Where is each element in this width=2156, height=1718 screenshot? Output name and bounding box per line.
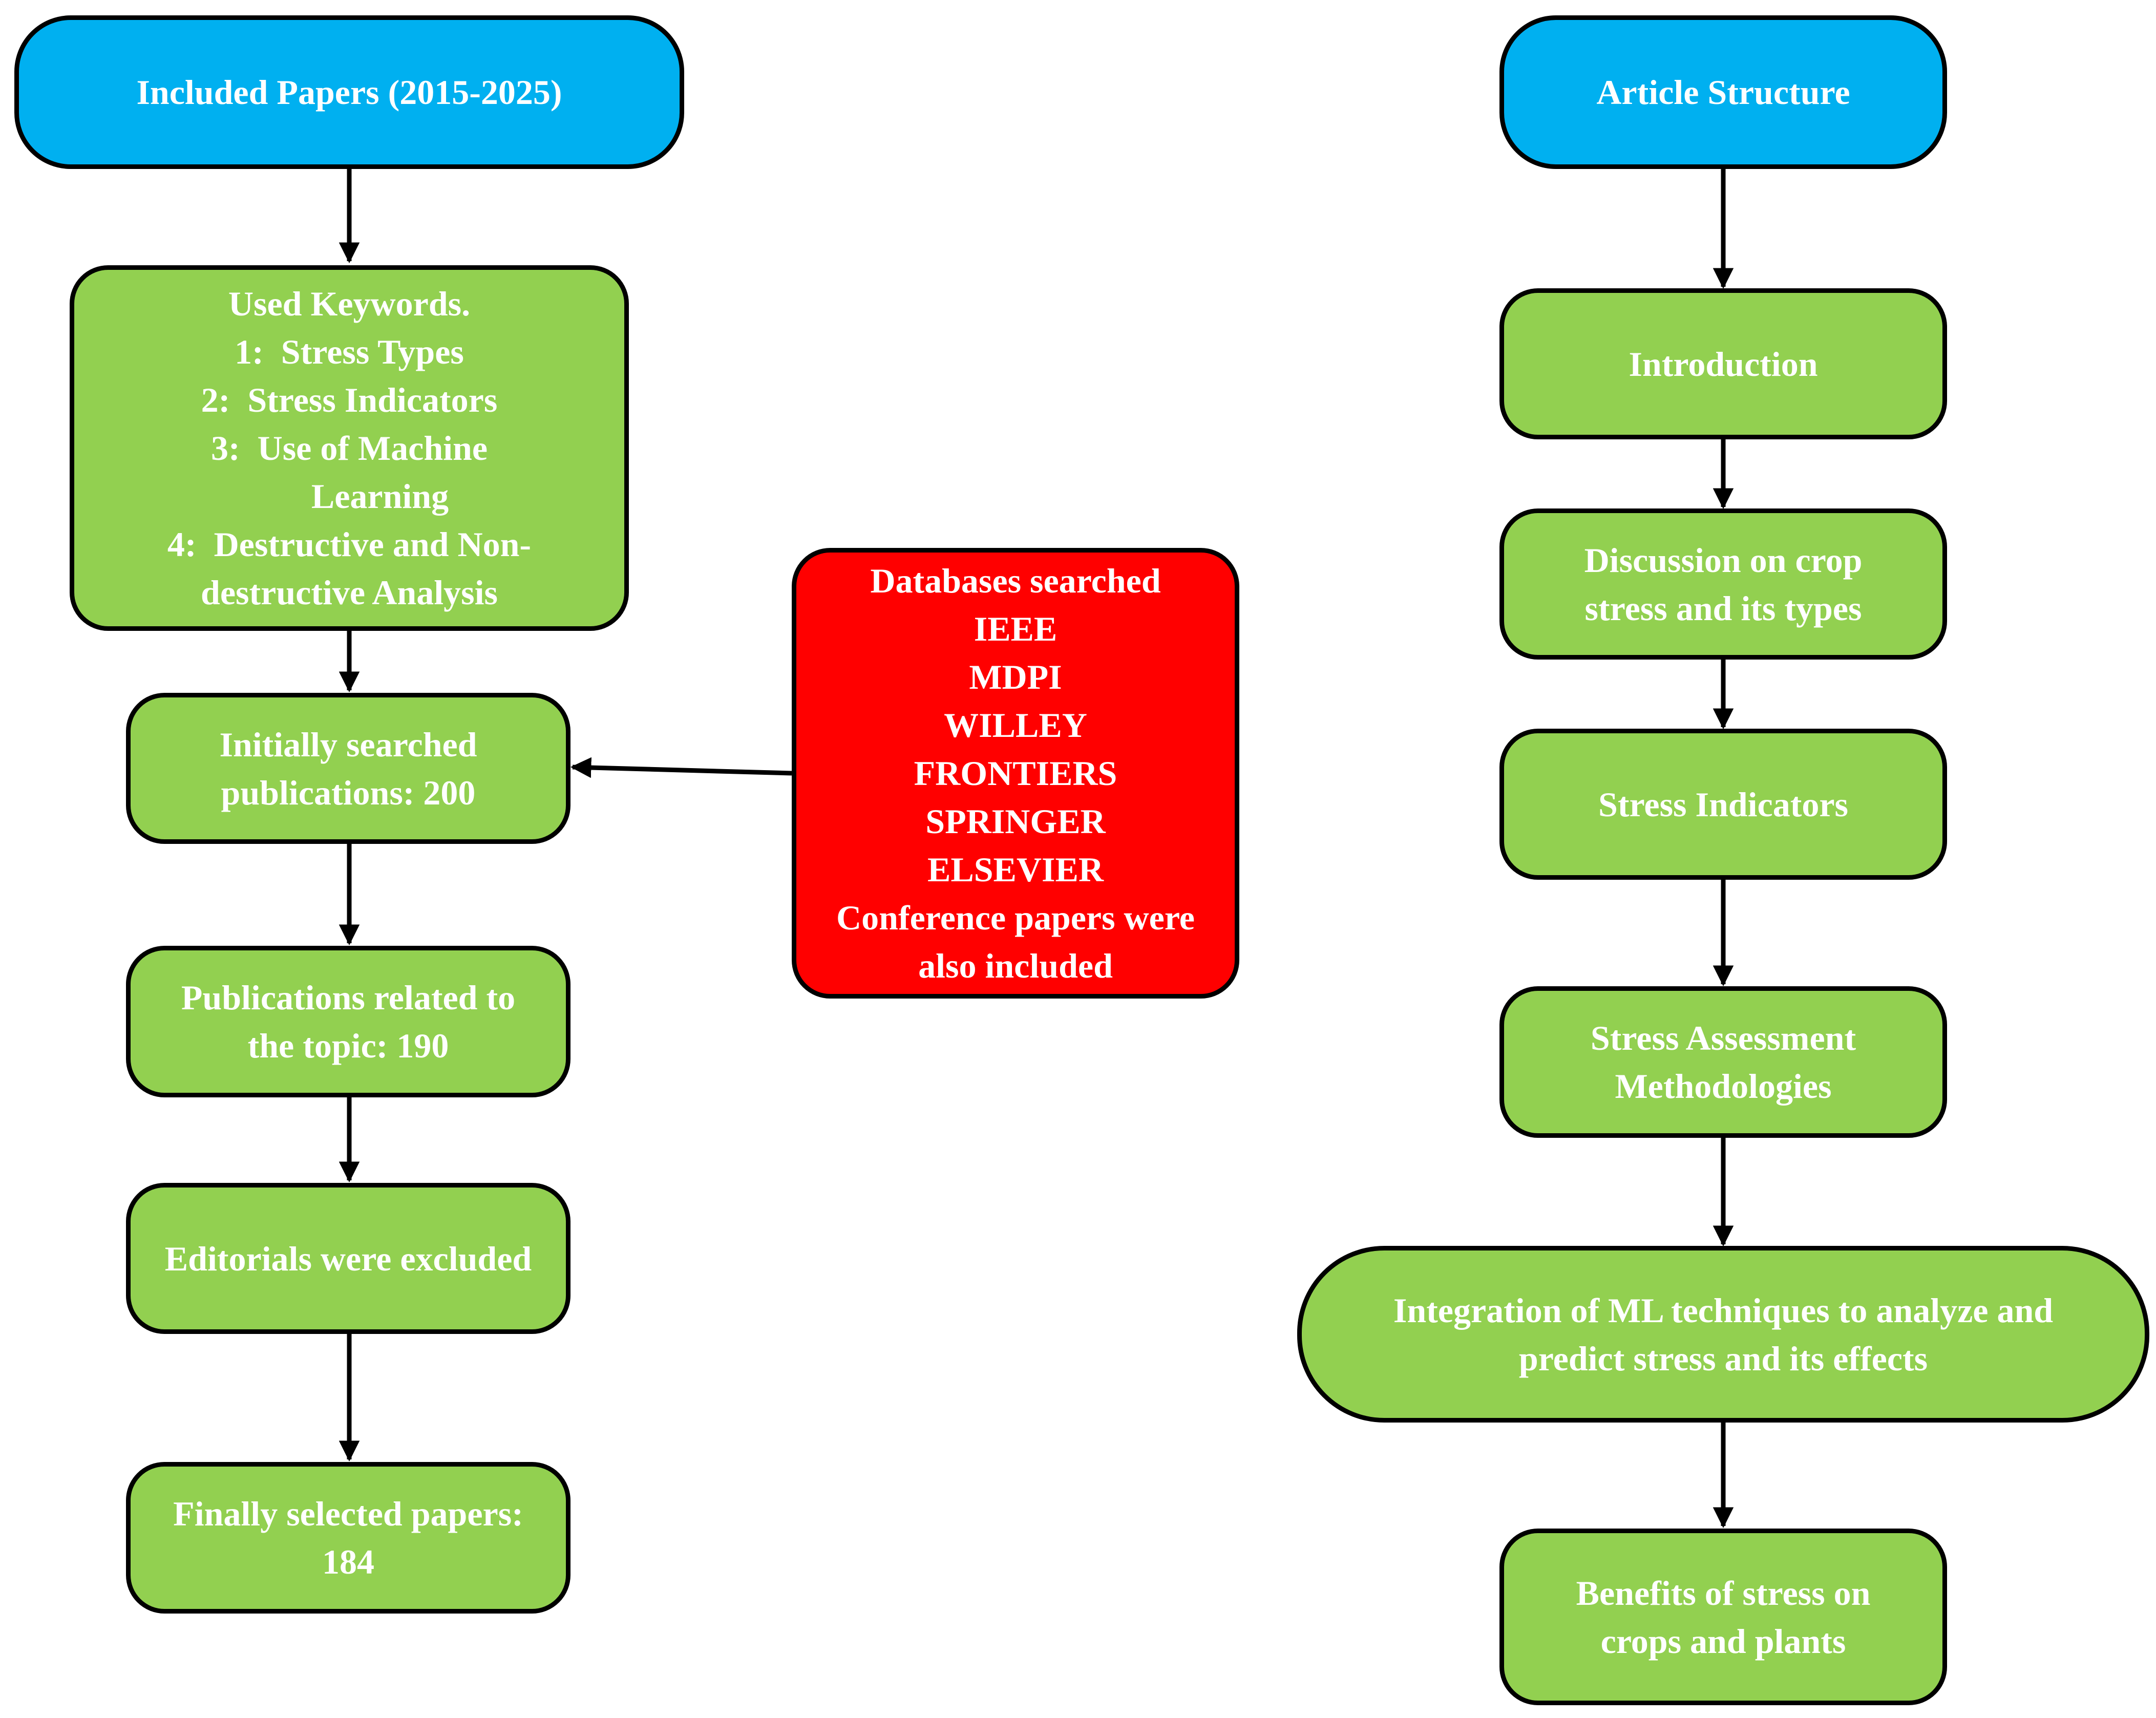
- integration-line: predict stress and its effects: [1518, 1339, 1928, 1378]
- used-keywords-box: Used Keywords. 1: Stress Types 2: Stress…: [70, 265, 629, 631]
- included-papers-header-text: Included Papers (2015-2025): [136, 73, 562, 112]
- article-structure-header: Article Structure: [1499, 15, 1947, 169]
- databases-line: MDPI: [969, 657, 1062, 696]
- keywords-line: destructive Analysis: [201, 573, 498, 612]
- integration-line: Integration of ML techniques to analyze …: [1393, 1290, 2054, 1330]
- article-structure-header-text: Article Structure: [1596, 73, 1850, 112]
- databases-searched-box: Databases searched IEEE MDPI WILLEY FRON…: [792, 548, 1239, 999]
- databases-line: also included: [918, 946, 1113, 985]
- introduction-box: Introduction: [1499, 288, 1947, 439]
- keywords-line: 4: Destructive and Non-: [167, 525, 532, 564]
- related-publications-line: Publications related to: [181, 978, 516, 1017]
- keywords-line: 3: Use of Machine: [210, 429, 488, 468]
- finally-selected-line: Finally selected papers:: [173, 1494, 523, 1533]
- benefits-line: Benefits of stress on: [1576, 1573, 1871, 1613]
- methodologies-line: Methodologies: [1615, 1067, 1832, 1106]
- databases-line: ELSEVIER: [927, 850, 1104, 889]
- databases-line: IEEE: [974, 609, 1058, 648]
- benefits-line: crops and plants: [1600, 1621, 1846, 1661]
- methodologies-line: Stress Assessment: [1590, 1019, 1856, 1057]
- ml-integration-box: Integration of ML techniques to analyze …: [1297, 1246, 2149, 1423]
- databases-line: Conference papers were: [836, 898, 1195, 937]
- initially-searched-line: Initially searched: [219, 725, 477, 764]
- databases-line: WILLEY: [944, 706, 1087, 745]
- discussion-line: stress and its types: [1584, 588, 1862, 628]
- stress-methodologies-box: Stress Assessment Methodologies: [1499, 986, 1947, 1138]
- keywords-line: Used Keywords.: [228, 284, 471, 323]
- keywords-line: Learning: [311, 477, 449, 516]
- initially-searched-box: Initially searched publications: 200: [126, 693, 570, 844]
- arrow-databases-to-initial: [570, 757, 792, 778]
- keywords-line: 2: Stress Indicators: [201, 380, 498, 419]
- stress-indicators-box: Stress Indicators: [1499, 729, 1947, 880]
- finally-selected-line: 184: [322, 1542, 374, 1581]
- editorials-excluded-text: Editorials were excluded: [164, 1239, 532, 1278]
- discussion-box: Discussion on crop stress and its types: [1499, 508, 1947, 660]
- databases-line: FRONTIERS: [914, 754, 1117, 793]
- databases-line: Databases searched: [870, 561, 1161, 600]
- introduction-text: Introduction: [1629, 344, 1818, 384]
- stress-indicators-text: Stress Indicators: [1598, 784, 1848, 824]
- finally-selected-box: Finally selected papers: 184: [126, 1462, 570, 1614]
- initially-searched-line: publications: 200: [221, 773, 476, 812]
- discussion-line: Discussion on crop: [1584, 540, 1863, 580]
- benefits-box: Benefits of stress on crops and plants: [1499, 1529, 1947, 1705]
- keywords-line: 1: Stress Types: [235, 332, 464, 371]
- editorials-excluded-box: Editorials were excluded: [126, 1183, 570, 1334]
- included-papers-header: Included Papers (2015-2025): [14, 15, 684, 169]
- related-publications-box: Publications related to the topic: 190: [126, 946, 570, 1097]
- databases-line: SPRINGER: [925, 802, 1106, 841]
- related-publications-line: the topic: 190: [247, 1026, 449, 1065]
